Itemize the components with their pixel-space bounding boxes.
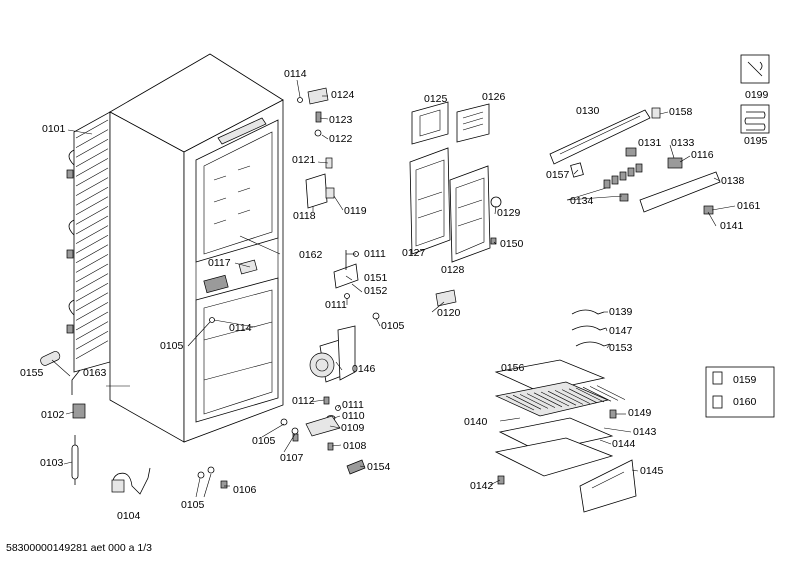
- part-labels: 0101 0102 0103 0104 0105 0105 0105 0105 …: [20, 68, 769, 522]
- label-0134: 0134: [570, 195, 594, 207]
- label-0106: 0106: [233, 484, 257, 496]
- label-0117: 0117: [208, 257, 231, 269]
- label-0119: 0119: [344, 205, 367, 217]
- label-0105: 0105: [160, 340, 184, 352]
- label-0144: 0144: [612, 438, 636, 450]
- label-0150: 0150: [500, 238, 524, 250]
- label-0159: 0159: [733, 374, 757, 386]
- label-0116: 0116: [691, 149, 714, 161]
- plug-0120: [435, 289, 457, 307]
- control-strip: [549, 107, 721, 215]
- label-0138: 0138: [721, 175, 745, 187]
- label-0123: 0123: [329, 114, 353, 126]
- label-0104: 0104: [117, 510, 141, 522]
- top-hinge-parts: [297, 87, 335, 209]
- label-0108: 0108: [343, 440, 367, 452]
- label-0156: 0156: [501, 362, 525, 374]
- label-0149: 0149: [628, 407, 652, 419]
- label-0157: 0157: [546, 169, 570, 181]
- label-0102: 0102: [41, 409, 65, 421]
- fridge-cabinet: [109, 53, 284, 443]
- coil-icon: [740, 104, 770, 134]
- label-0110: 0110: [342, 410, 365, 422]
- label-0105: 0105: [381, 320, 405, 332]
- label-0195: 0195: [744, 135, 768, 147]
- label-0112: 0112: [292, 395, 315, 407]
- label-0141: 0141: [720, 220, 744, 232]
- label-0160: 0160: [733, 396, 757, 408]
- control-panels: [409, 101, 502, 263]
- label-0128: 0128: [441, 264, 465, 276]
- label-0153: 0153: [609, 342, 633, 354]
- left-parts: [40, 351, 151, 495]
- label-0139: 0139: [609, 306, 633, 318]
- label-0120: 0120: [437, 307, 461, 319]
- leader-lines: [51, 79, 736, 498]
- drawing-number: 58300000149281 aet 000 a 1/3: [6, 542, 152, 554]
- label-0125: 0125: [424, 93, 448, 105]
- label-0122: 0122: [329, 133, 353, 145]
- label-0118: 0118: [293, 210, 316, 222]
- centre-parts: [305, 250, 380, 475]
- kit-box: [705, 366, 775, 418]
- label-0199: 0199: [745, 89, 769, 101]
- label-0163: 0163: [83, 367, 107, 379]
- label-0124: 0124: [331, 89, 355, 101]
- kit-part-0159: [712, 371, 723, 385]
- label-0158: 0158: [669, 106, 693, 118]
- label-0103: 0103: [40, 457, 64, 469]
- label-0155: 0155: [20, 367, 44, 379]
- label-0147: 0147: [609, 325, 633, 337]
- label-0133: 0133: [671, 137, 695, 149]
- condenser-coil: [66, 111, 111, 395]
- label-0121: 0121: [292, 154, 316, 166]
- label-0154: 0154: [367, 461, 391, 473]
- label-0111: 0111: [325, 299, 347, 311]
- label-0129: 0129: [497, 207, 521, 219]
- label-0107: 0107: [280, 452, 304, 464]
- label-0161: 0161: [737, 200, 761, 212]
- label-0142: 0142: [470, 480, 494, 492]
- label-0127: 0127: [402, 247, 426, 259]
- label-0130: 0130: [576, 105, 600, 117]
- label-0131: 0131: [638, 137, 662, 149]
- label-0143: 0143: [633, 426, 657, 438]
- label-0114: 0114: [229, 322, 252, 334]
- label-0109: 0109: [341, 422, 365, 434]
- kit-part-0160: [712, 395, 723, 409]
- label-0162: 0162: [299, 249, 323, 261]
- label-0114: 0114: [284, 68, 307, 80]
- evaporator-assembly: [494, 309, 637, 513]
- label-0152: 0152: [364, 285, 388, 297]
- label-0151: 0151: [364, 272, 388, 284]
- tools-icon: [740, 54, 770, 84]
- bottom-fasteners: [197, 317, 299, 489]
- label-0126: 0126: [482, 91, 506, 103]
- label-0146: 0146: [352, 363, 376, 375]
- label-0145: 0145: [640, 465, 664, 477]
- label-0105: 0105: [252, 435, 276, 447]
- label-0111: 0111: [364, 248, 386, 260]
- label-0101: 0101: [42, 123, 66, 135]
- label-0140: 0140: [464, 416, 488, 428]
- label-0105: 0105: [181, 499, 205, 511]
- label-0111: 0111: [342, 399, 364, 411]
